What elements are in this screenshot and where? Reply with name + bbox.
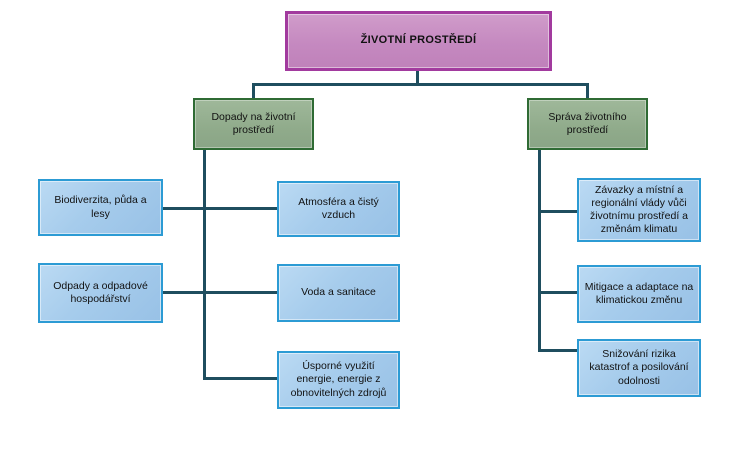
connector-top-horizontal: [252, 83, 589, 86]
node-leaf-risk: Snižování rizika katastrof a posilování …: [577, 339, 701, 397]
connector-governance-row3: [538, 349, 579, 352]
node-mitigation-label: Mitigace a adaptace na klimatickou změnu: [584, 280, 694, 306]
connector-trunk-governance: [538, 149, 541, 352]
connector-impacts-row1: [162, 207, 278, 210]
connector-impacts-row2: [162, 291, 280, 294]
connector-governance-row2: [538, 291, 579, 294]
connector-trunk-impacts: [203, 149, 206, 380]
node-energy-label: Úsporné využití energie, energie z obnov…: [290, 360, 387, 399]
node-biodiversity-label: Biodiverzita, půda a lesy: [54, 194, 147, 220]
node-root-label: ŽIVOTNÍ PROSTŘEDÍ: [360, 34, 477, 47]
node-waste-label: Odpady a odpadové hospodářství: [53, 279, 148, 305]
node-leaf-atmosphere: Atmosféra a čistý vzduch: [277, 181, 400, 237]
node-governance-label: Správa životního prostředí: [548, 110, 627, 136]
node-leaf-energy: Úsporné využití energie, energie z obnov…: [277, 351, 400, 409]
node-branch-impacts: Dopady na životní prostředí: [193, 98, 314, 150]
node-root-environment: ŽIVOTNÍ PROSTŘEDÍ: [285, 11, 552, 71]
node-atmosphere-label: Atmosféra a čistý vzduch: [298, 195, 379, 221]
node-branch-governance: Správa životního prostředí: [527, 98, 648, 150]
connector-governance-row1: [538, 210, 579, 213]
connector-impacts-row3: [203, 377, 279, 380]
node-leaf-commitments: Závazky a místní a regionální vlády vůči…: [577, 178, 701, 242]
node-water-label: Voda a sanitace: [301, 286, 376, 299]
node-impacts-label: Dopady na životní prostředí: [211, 110, 296, 136]
connector-drop-governance: [586, 83, 589, 99]
node-commitments-label: Závazky a místní a regionální vlády vůči…: [589, 183, 689, 236]
node-leaf-biodiversity: Biodiverzita, půda a lesy: [38, 179, 163, 236]
node-leaf-waste: Odpady a odpadové hospodářství: [38, 263, 163, 323]
node-risk-label: Snižování rizika katastrof a posilování …: [589, 348, 689, 387]
node-leaf-mitigation: Mitigace a adaptace na klimatickou změnu: [577, 265, 701, 323]
connector-root-stub: [416, 71, 419, 85]
connector-drop-impacts: [252, 83, 255, 99]
node-leaf-water: Voda a sanitace: [277, 264, 400, 322]
